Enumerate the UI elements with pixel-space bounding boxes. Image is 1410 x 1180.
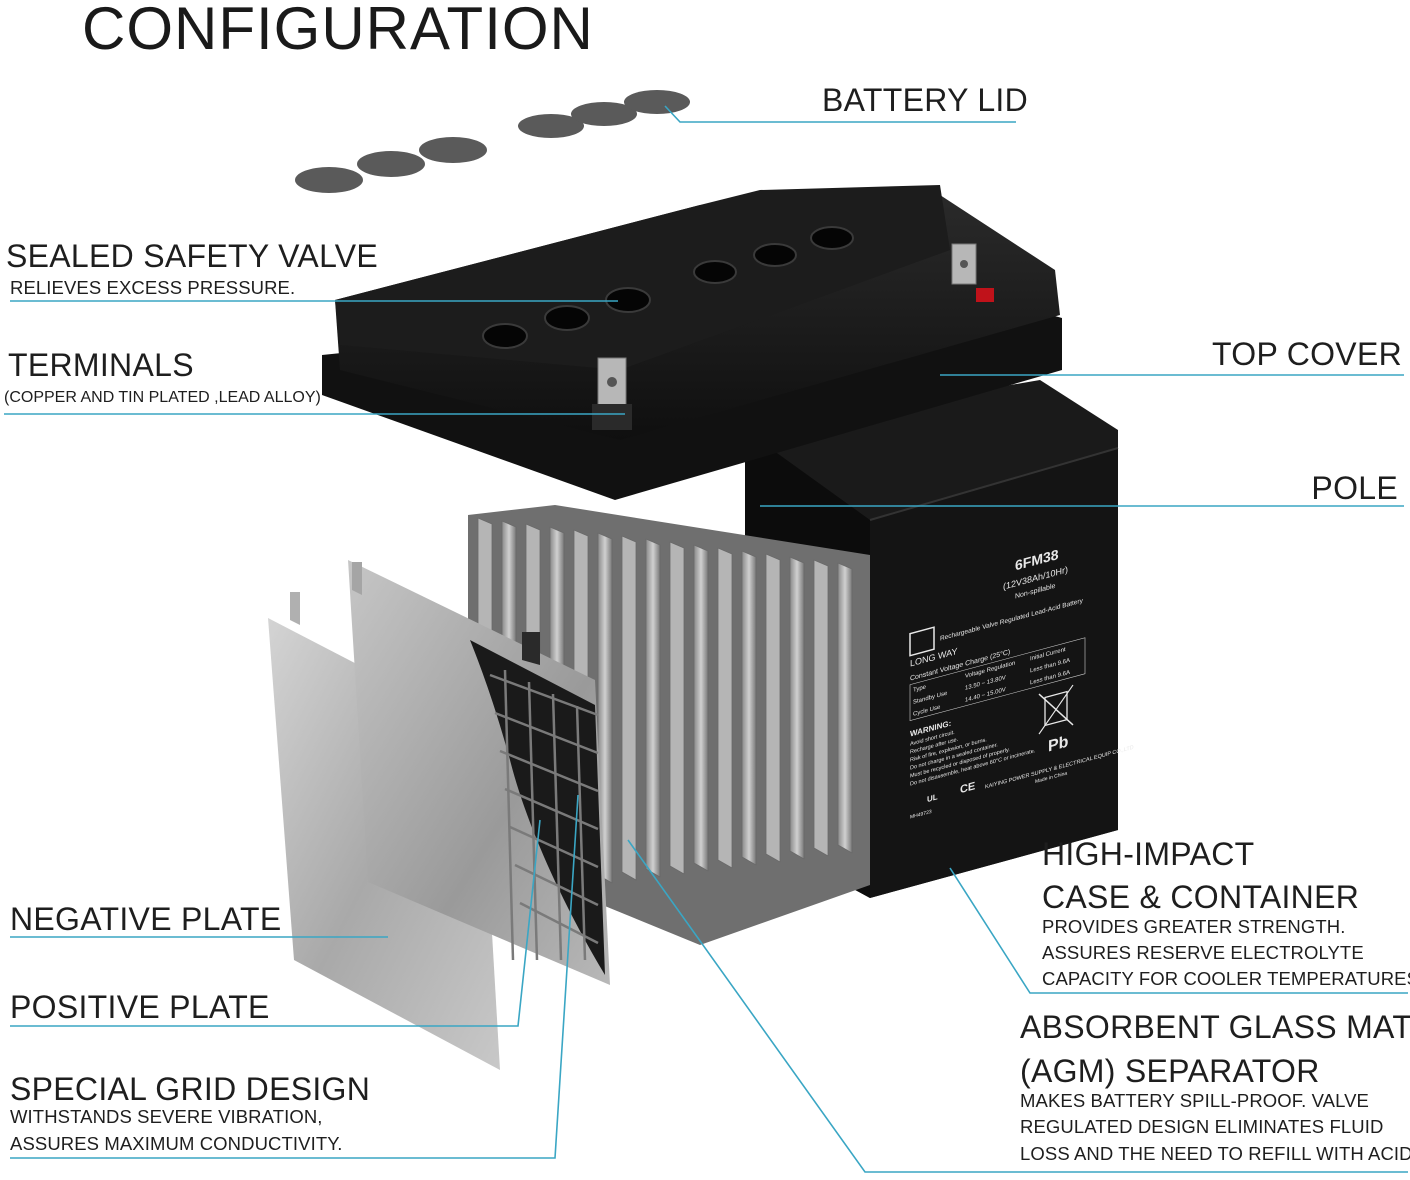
label-high-impact-1: HIGH-IMPACT xyxy=(1042,836,1255,872)
grid-line xyxy=(489,673,599,717)
label-terminals-desc: (COPPER AND TIN PLATED ,LEAD ALLOY) xyxy=(4,389,321,406)
label-high-impact-2: CASE & CONTAINER xyxy=(1042,879,1360,915)
label-high-impact-desc-3: CAPACITY FOR COOLER TEMPERATURES. xyxy=(1042,968,1410,989)
page-title: CONFIGURATION xyxy=(82,0,594,62)
plate-fin xyxy=(693,544,709,872)
svg-text:Type: Type xyxy=(913,683,927,694)
label-high-impact-desc-2: ASSURES RESERVE ELECTROLYTE xyxy=(1042,942,1364,963)
label-special-grid: SPECIAL GRID DESIGN xyxy=(10,1071,371,1107)
label-pole: POLE xyxy=(1311,470,1398,506)
label-high-impact-desc-1: PROVIDES GREATER STRENGTH. xyxy=(1042,916,1346,937)
leader-positive-plate xyxy=(10,819,541,1027)
leader-agm xyxy=(627,839,1408,1173)
label-special-grid-desc-2: ASSURES MAXIMUM CONDUCTIVITY. xyxy=(10,1133,343,1154)
plate-fin xyxy=(741,550,757,866)
grid-line xyxy=(494,711,599,755)
separate-plates xyxy=(268,560,610,1070)
plate-fin xyxy=(621,535,637,881)
brand-logo-icon xyxy=(909,626,935,657)
battery-lid-discs xyxy=(295,90,690,193)
plate-fin xyxy=(765,553,781,863)
positive-marker xyxy=(976,288,994,302)
grid-line xyxy=(509,825,599,869)
label-agm-2: (AGM) SEPARATOR xyxy=(1020,1053,1320,1089)
label-agm-desc-3: LOSS AND THE NEED TO REFILL WITH ACID. xyxy=(1020,1143,1410,1164)
label-ul: UL xyxy=(927,792,938,804)
label-pb: Pb xyxy=(1048,732,1068,755)
label-sealed-valve-desc: RELIEVES EXCESS PRESSURE. xyxy=(10,277,296,298)
grid-line xyxy=(499,749,599,793)
label-positive-plate: POSITIVE PLATE xyxy=(10,989,270,1025)
label-sealed-valve: SEALED SAFETY VALVE xyxy=(6,238,379,274)
leader-high-impact xyxy=(949,867,1408,994)
plate-fin xyxy=(669,541,685,875)
plate-fin xyxy=(837,562,853,854)
leader-battery-lid xyxy=(664,105,1016,123)
grid-line xyxy=(575,705,587,961)
label-top-cover: TOP COVER xyxy=(1211,336,1402,372)
label-special-grid-desc-1: WITHSTANDS SEVERE VIBRATION, xyxy=(10,1106,323,1127)
lid-vent-holes xyxy=(482,226,854,349)
leader-lines xyxy=(4,105,1408,1173)
leader-special-grid xyxy=(10,794,579,1159)
grid-line xyxy=(551,693,563,961)
label-ce: CE xyxy=(960,780,976,796)
label-terminals: TERMINALS xyxy=(8,347,194,383)
plate-fin xyxy=(717,547,733,869)
plate-fin xyxy=(789,556,805,860)
label-agm-1: ABSORBENT GLASS MAT xyxy=(1020,1009,1410,1045)
grid-line xyxy=(503,669,515,961)
label-agm-desc-1: MAKES BATTERY SPILL-PROOF. VALVE xyxy=(1020,1090,1369,1111)
recycle-bin-icon xyxy=(1038,684,1074,735)
grid-line xyxy=(527,681,539,961)
plate-fin xyxy=(813,559,829,857)
label-ul-code: MH49723 xyxy=(910,809,932,821)
grid-line xyxy=(504,787,599,831)
label-agm-desc-2: REGULATED DESIGN ELIMINATES FLUID xyxy=(1020,1116,1384,1137)
label-negative-plate: NEGATIVE PLATE xyxy=(10,901,282,937)
plate-fin xyxy=(645,538,661,878)
terminal-posts xyxy=(592,243,977,430)
top-cover xyxy=(322,185,1062,500)
label-battery-lid: BATTERY LID xyxy=(822,82,1029,118)
